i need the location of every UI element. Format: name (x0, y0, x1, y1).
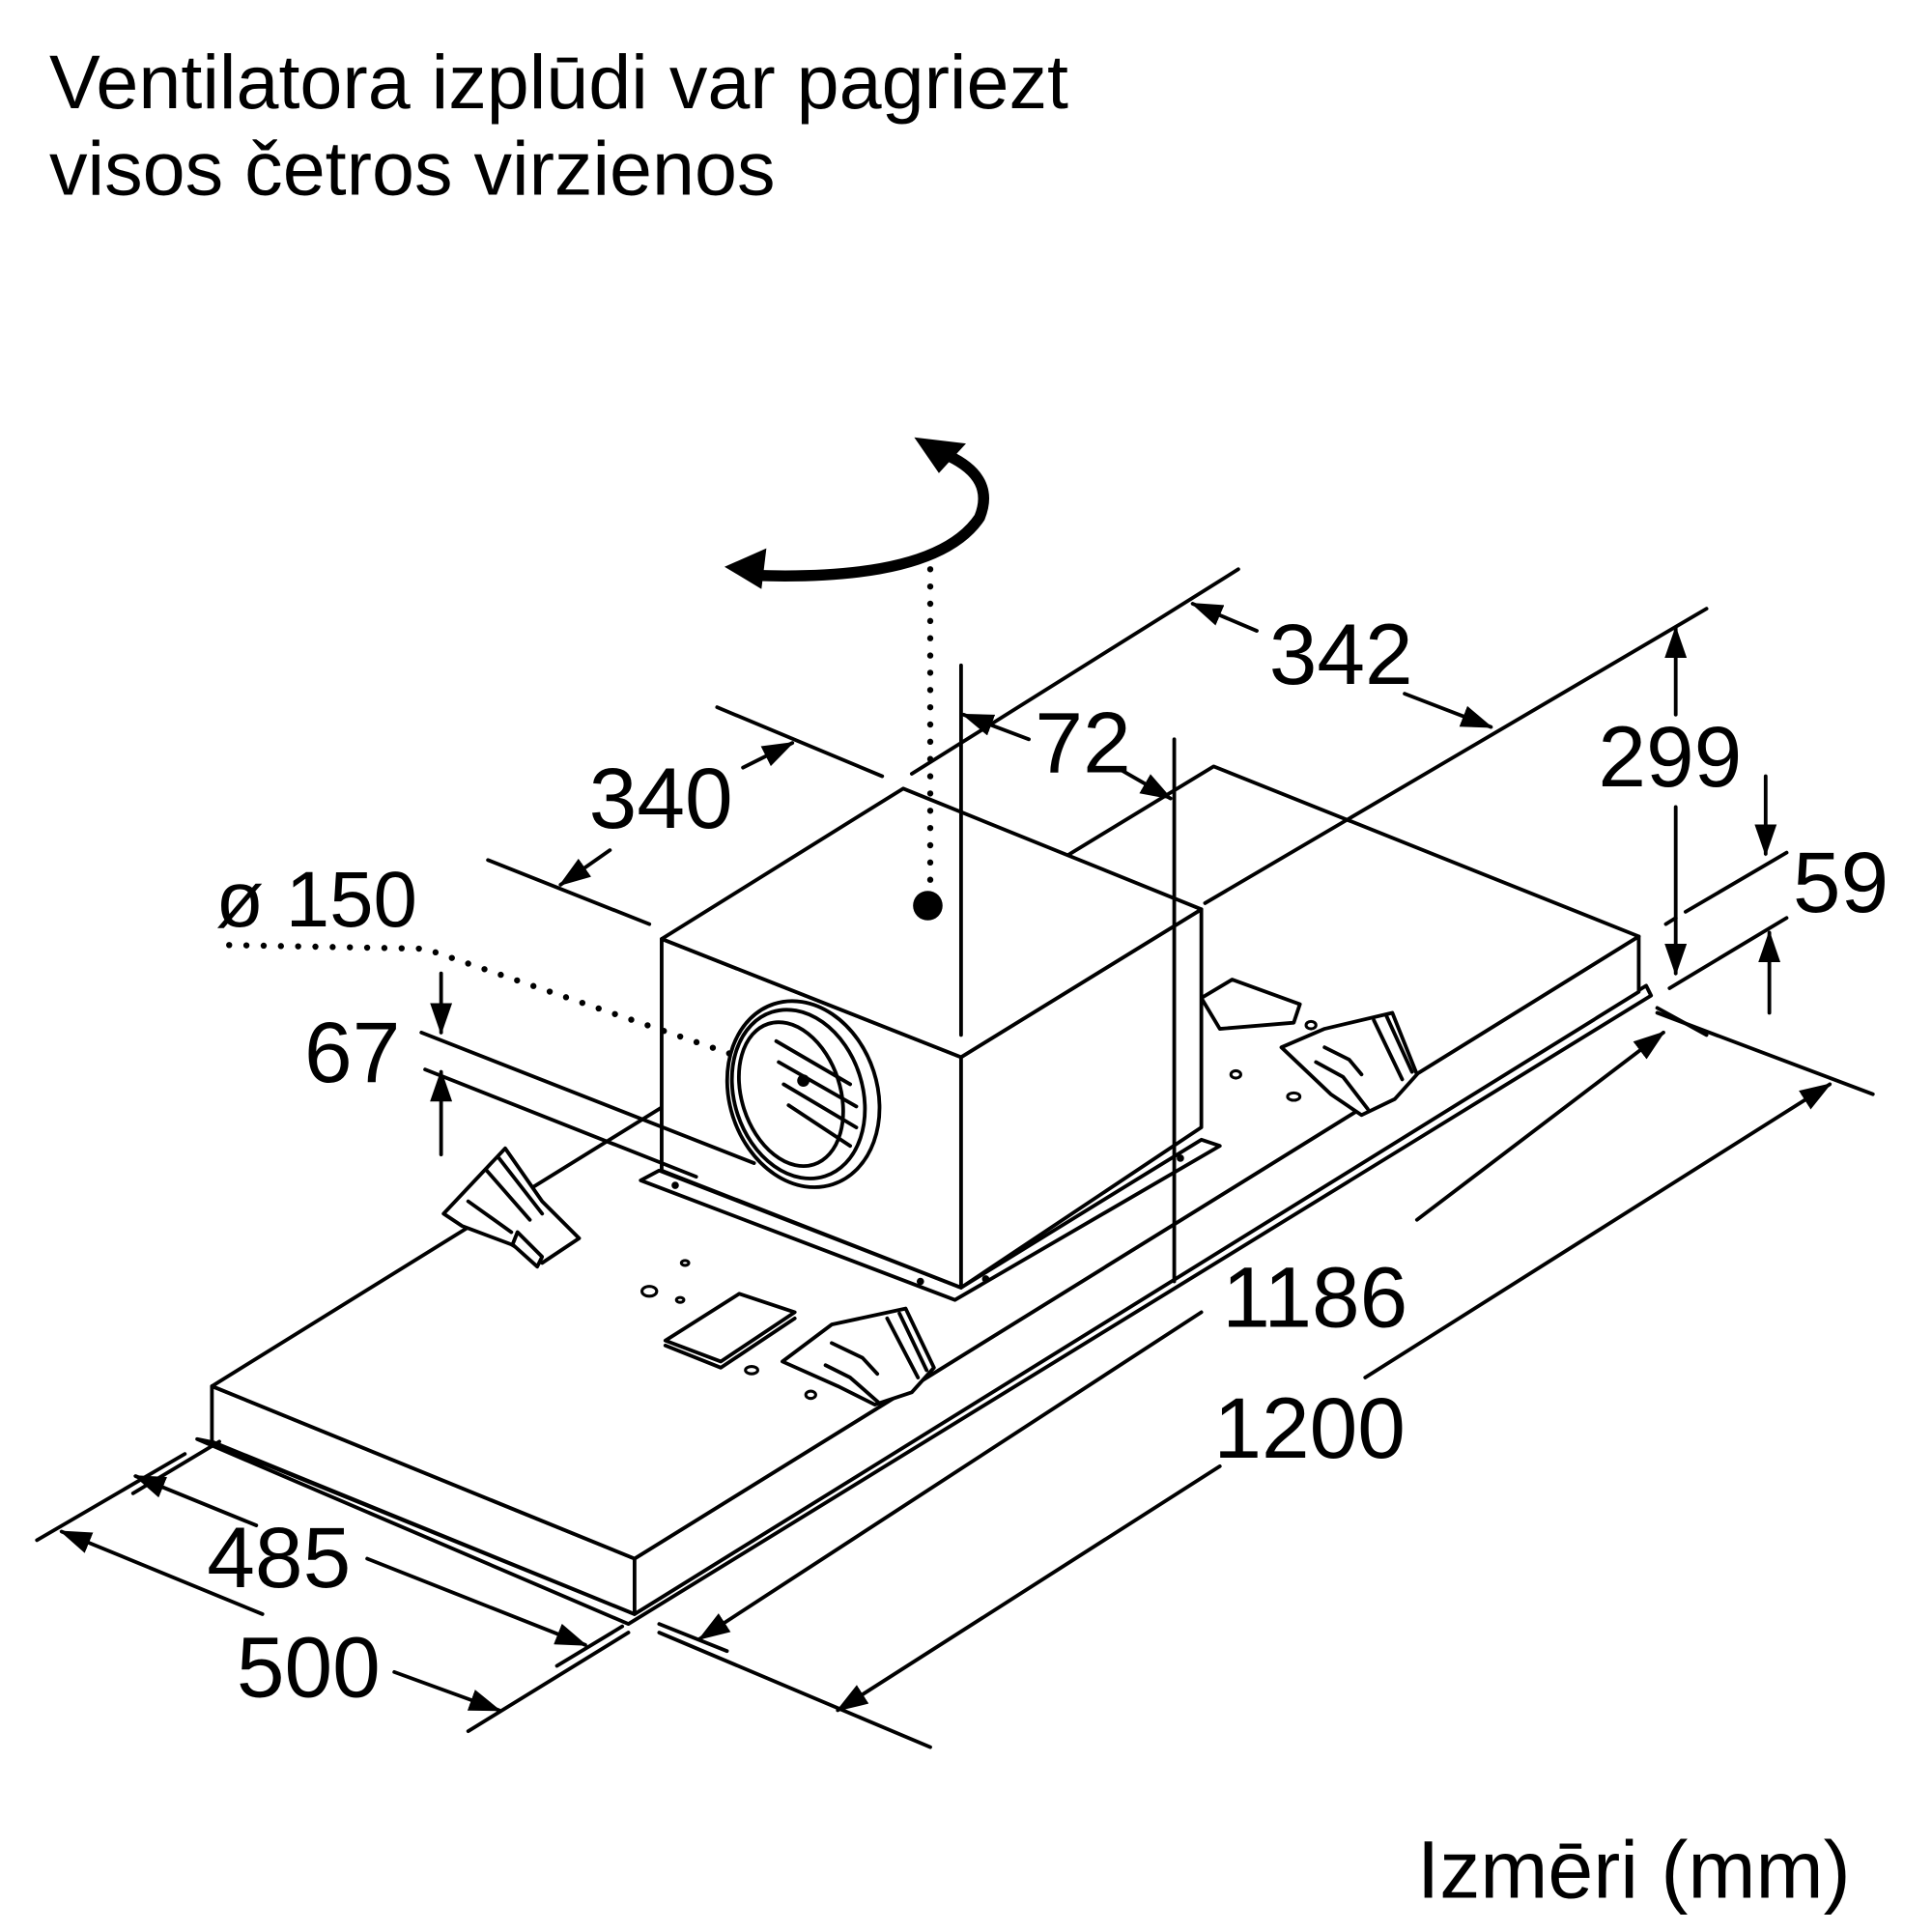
dim-342: 342 (909, 567, 1709, 905)
mounting-bracket-center (781, 1306, 936, 1406)
dim-diameter-label: ø 150 (215, 856, 417, 944)
dim-485-label: 485 (207, 1509, 351, 1605)
dim-340-label: 340 (589, 750, 733, 846)
dim-1200-label: 1200 (1213, 1379, 1406, 1476)
dim-342-label: 342 (1269, 606, 1413, 702)
dim-59-label: 59 (1793, 834, 1889, 930)
dim-299: 299 (1598, 625, 1742, 977)
dim-1186-label: 1186 (1222, 1249, 1407, 1346)
dim-340: 340 (486, 705, 885, 926)
dim-67-label: 67 (304, 1004, 400, 1100)
dim-67: 67 (304, 971, 756, 1179)
dim-diameter: ø 150 (215, 856, 733, 1057)
units-label: Izmēri (mm) (1417, 1824, 1851, 1915)
dim-59: 59 (1667, 774, 1889, 1015)
rotation-arrow-icon (724, 437, 989, 921)
title-line-2: visos četros virzienos (49, 126, 775, 212)
dim-72: 72 (958, 663, 1177, 1284)
fan-box (639, 786, 1222, 1302)
mounting-bracket-left (441, 1146, 582, 1269)
dim-299-label: 299 (1598, 708, 1742, 805)
dim-1200: 1200 (657, 1010, 1875, 1749)
dim-500: 500 (35, 1452, 631, 1734)
dim-1186: 1186 (657, 1006, 1709, 1654)
dim-72-label: 72 (1035, 695, 1130, 791)
title-line-1: Ventilatora izplūdi var pagriezt (49, 39, 1068, 125)
dim-485: 485 (130, 1439, 625, 1668)
mounting-bracket-right (1279, 1010, 1419, 1118)
dim-500-label: 500 (237, 1618, 381, 1715)
